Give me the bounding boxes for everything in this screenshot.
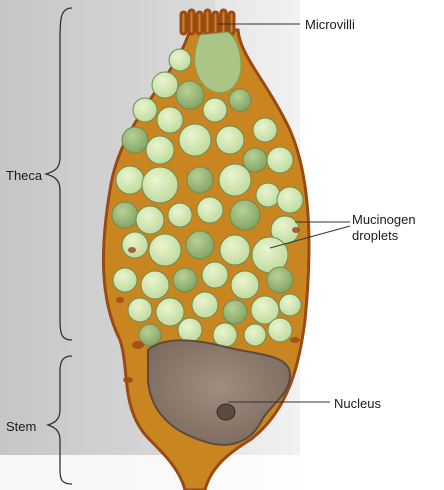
mucinogen-droplet [231,271,259,299]
mucinogen-droplet [244,324,266,346]
mucinogen-droplet [256,183,280,207]
mucinogen-droplet [146,136,174,164]
mucinogen-droplet [277,187,303,213]
mucinogen-droplet [179,124,211,156]
mucinogen-droplet [219,164,251,196]
mucinogen-droplet [186,231,214,259]
mucinogen-droplet [133,98,157,122]
label-nucleus: Nucleus [334,396,381,411]
mucinogen-droplet [157,107,183,133]
mucinogen-droplet [156,298,184,326]
mucinogen-droplet [203,98,227,122]
mucinogen-droplet [202,262,228,288]
mucinogen-droplet [112,202,138,228]
mucinogen-droplet [169,49,191,71]
mucinogen-droplet [267,267,293,293]
microvilli-group [181,10,234,34]
mucinogen-droplet [229,89,251,111]
label-mucinogen-line2: droplets [352,228,398,243]
mucinogen-droplet [142,167,178,203]
mucinogen-droplet [253,118,277,142]
mucinogen-droplet [168,203,192,227]
mucinogen-droplet [192,292,218,318]
mucinogen-droplet [223,300,247,324]
mucinogen-droplet [136,206,164,234]
theca-bracket [46,8,72,340]
mucinogen-droplet [141,271,169,299]
mucinogen-droplet [279,294,301,316]
mucinogen-droplet [216,126,244,154]
label-stem: Stem [6,419,36,434]
mucinogen-droplet [152,72,178,98]
mucinogen-droplet [122,127,148,153]
label-mucinogen-line1: Mucinogen [352,212,416,227]
mucinogen-droplet [267,147,293,173]
nucleolus [217,404,235,420]
mucinogen-droplet [197,197,223,223]
mucinogen-droplet [149,234,181,266]
mucinogen-droplet [116,166,144,194]
label-theca: Theca [6,168,42,183]
mucinogen-droplet [220,235,250,265]
mucinogen-droplet [230,200,260,230]
mucinogen-droplet [176,81,204,109]
mucinogen-droplet [128,298,152,322]
mucinogen-droplet [187,167,213,193]
mucinogen-droplet [113,268,137,292]
mucinogen-droplet [268,318,292,342]
mucinogen-droplet [122,232,148,258]
mucinogen-droplet [213,323,237,347]
mucinogen-droplet [173,268,197,292]
mucinogen-droplet [178,318,202,342]
stem-bracket [48,356,72,484]
label-microvilli: Microvilli [305,17,355,32]
